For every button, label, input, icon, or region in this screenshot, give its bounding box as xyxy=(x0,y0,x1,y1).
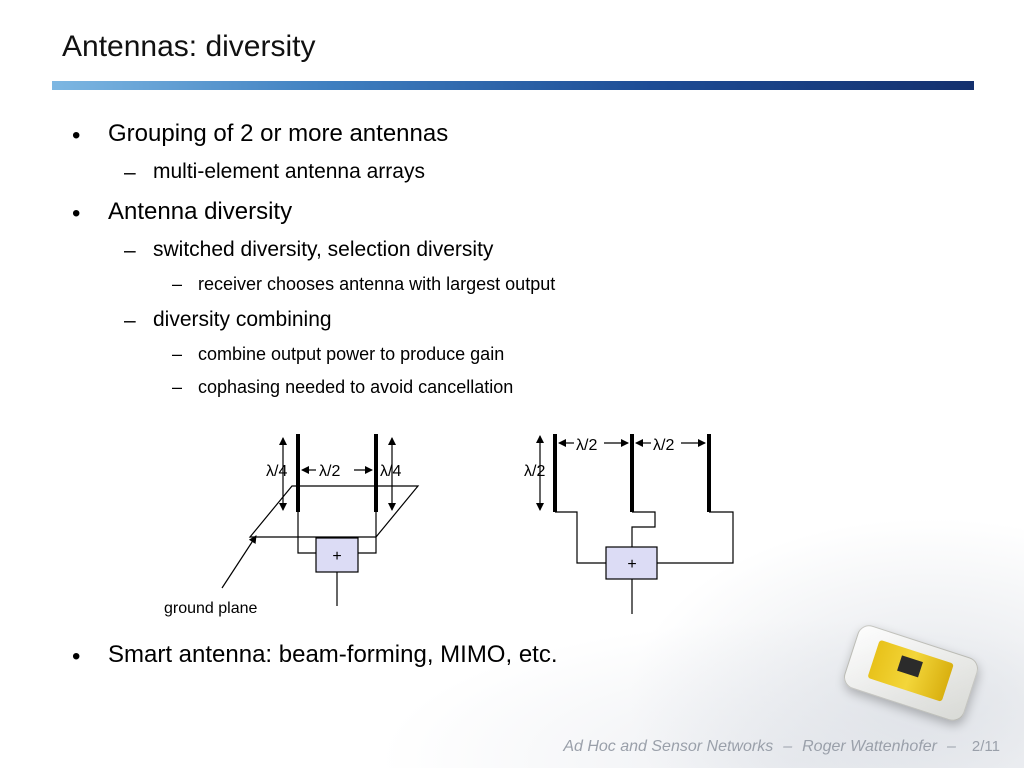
footer-page-number: 2/11 xyxy=(971,738,1000,755)
footer-separator: – xyxy=(783,738,793,755)
combiner-box xyxy=(605,546,658,580)
sub-sub-bullet-marker: – xyxy=(172,377,183,397)
label-right-height: λ/4 xyxy=(380,463,401,480)
ground-plane-pointer xyxy=(221,535,257,589)
bullet-marker: • xyxy=(72,643,81,670)
diagram-ground-plane-array xyxy=(221,434,420,606)
sub-bullet-switched: switched diversity, selection diversity xyxy=(153,238,494,261)
sub-sub-bullet-chooses: receiver chooses antenna with largest ou… xyxy=(198,274,556,294)
sub-sub-bullet-marker: – xyxy=(172,274,183,294)
feed-line-2 xyxy=(631,511,656,547)
label-spacing: λ/2 xyxy=(319,463,340,480)
label-spacing-2: λ/2 xyxy=(653,437,674,454)
sub-bullet-combining: diversity combining xyxy=(153,308,332,331)
combiner-plus-right: + xyxy=(627,556,636,573)
feed-line-1 xyxy=(555,511,606,564)
ground-plane xyxy=(248,485,420,538)
sub-bullet-arrays: multi-element antenna arrays xyxy=(153,160,425,183)
feed-line-3 xyxy=(657,511,734,564)
diagram-three-element-array xyxy=(536,434,734,614)
feed-line-left xyxy=(297,512,316,554)
label-spacing-1: λ/2 xyxy=(576,437,597,454)
bullet-marker: • xyxy=(72,122,81,149)
footer-course: Ad Hoc and Sensor Networks xyxy=(563,738,774,755)
bullet-smart: Smart antenna: beam-forming, MIMO, etc. xyxy=(108,641,558,668)
bullet-diversity: Antenna diversity xyxy=(108,198,293,225)
page-title: Antennas: diversity xyxy=(62,30,316,63)
combiner-plus-left: + xyxy=(332,548,341,565)
sub-sub-bullet-combine-power: combine output power to produce gain xyxy=(198,344,505,364)
label-left-height: λ/4 xyxy=(266,463,287,480)
ground-plane-label: ground plane xyxy=(164,600,258,617)
sub-sub-bullet-cophasing: cophasing needed to avoid cancellation xyxy=(198,377,514,397)
bullet-marker: • xyxy=(72,200,81,227)
combiner-box xyxy=(315,537,359,573)
footer-separator: – xyxy=(947,738,956,755)
bullet-grouping: Grouping of 2 or more antennas xyxy=(108,120,449,147)
footer-author: Roger Wattenhofer xyxy=(802,738,937,755)
feed-line-right xyxy=(358,512,377,554)
sub-bullet-marker: – xyxy=(124,161,136,184)
sub-sub-bullet-marker: – xyxy=(172,344,183,364)
sub-bullet-marker: – xyxy=(124,239,136,262)
label-height: λ/2 xyxy=(524,463,545,480)
title-accent-bar xyxy=(52,81,974,90)
footer: Ad Hoc and Sensor Networks–Roger Wattenh… xyxy=(563,738,1000,756)
sub-bullet-marker: – xyxy=(124,309,136,332)
